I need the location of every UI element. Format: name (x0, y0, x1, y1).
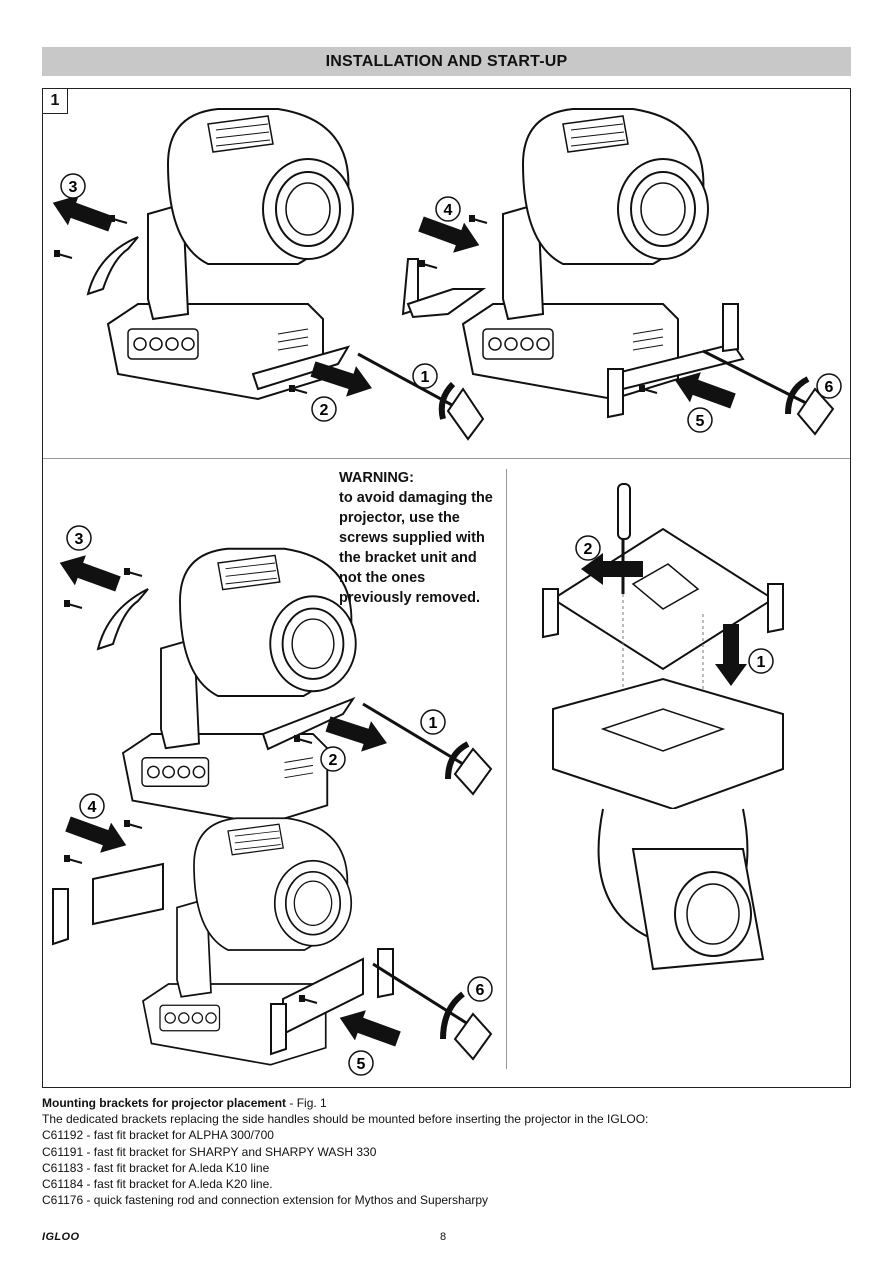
callout-p1-1: 1 (412, 363, 438, 389)
callout-p3-3: 3 (66, 525, 92, 551)
callout-p1-3: 3 (60, 173, 86, 199)
svg-text:3: 3 (69, 179, 78, 196)
svg-text:4: 4 (444, 202, 453, 219)
svg-text:3: 3 (75, 531, 84, 548)
svg-text:6: 6 (825, 379, 834, 396)
figure-divider-vertical (506, 469, 507, 1069)
callout-p2-4: 4 (435, 196, 461, 222)
warning-line: to avoid damaging the (339, 490, 493, 506)
panel-sharpy-mount (52, 808, 493, 1066)
warning-line: not the ones (339, 570, 426, 586)
warning-line: projector, use the (339, 510, 460, 526)
caption-line: C61183 - fast fit bracket for A.leda K10… (42, 1160, 270, 1175)
svg-text:2: 2 (320, 402, 329, 419)
caption-figure-ref: - Fig. 1 (286, 1096, 327, 1110)
warning-line: screws supplied with (339, 530, 485, 546)
svg-text:5: 5 (696, 413, 705, 430)
footer-brand: IGLOO (42, 1231, 80, 1243)
callout-p5-1: 1 (748, 648, 774, 674)
figure-number: 1 (43, 89, 68, 114)
callout-p1-2: 2 (311, 396, 337, 422)
svg-text:4: 4 (88, 799, 97, 816)
panel-mount-brackets (401, 108, 835, 436)
installation-illustration: 3 1 2 4 6 5 3 1 2 4 6 5 2 1 (47, 108, 842, 1076)
caption-line: C61184 - fast fit bracket for A.leda K20… (42, 1177, 273, 1192)
caption-title: Mounting brackets for projector placemen… (42, 1096, 287, 1110)
caption-title-line: Mounting brackets for projector placemen… (42, 1095, 852, 1111)
callout-p2-5: 5 (687, 407, 713, 433)
callout-p4-5: 5 (348, 1050, 374, 1076)
callout-p4-4: 4 (79, 793, 105, 819)
warning-line: previously removed. (339, 590, 481, 606)
callout-p3-2: 2 (320, 746, 346, 772)
caption-line: C61192 - fast fit bracket for ALPHA 300/… (42, 1128, 274, 1143)
figure-1: 1 (42, 88, 851, 1088)
figure-caption: Mounting brackets for projector placemen… (42, 1095, 852, 1208)
callout-p4-6: 6 (467, 976, 493, 1002)
svg-text:1: 1 (421, 369, 430, 386)
callout-p5-2: 2 (575, 535, 601, 561)
figure-divider-horizontal (43, 458, 850, 459)
svg-text:1: 1 (757, 654, 766, 671)
warning-line: the bracket unit and (339, 550, 477, 566)
callout-p2-6: 6 (816, 373, 842, 399)
section-title: INSTALLATION AND START-UP (325, 52, 568, 70)
caption-line: C61176 - quick fastening rod and connect… (42, 1193, 489, 1208)
section-header: INSTALLATION AND START-UP (42, 47, 851, 76)
svg-text:5: 5 (357, 1056, 366, 1073)
svg-text:1: 1 (429, 715, 438, 732)
panel-remove-handles (47, 108, 485, 441)
caption-line: The dedicated brackets replacing the sid… (42, 1112, 649, 1127)
page-number: 8 (440, 1231, 447, 1243)
svg-text:2: 2 (584, 541, 593, 558)
warning-note: WARNING: to avoid damaging the projector… (339, 468, 509, 608)
svg-text:2: 2 (329, 752, 338, 769)
caption-line: C61191 - fast fit bracket for SHARPY and… (42, 1144, 377, 1159)
callout-p3-1: 1 (420, 709, 446, 735)
panel-sharpy-remove (54, 547, 493, 826)
svg-text:6: 6 (476, 982, 485, 999)
callouts: 3 1 2 4 6 5 3 1 2 4 6 5 2 1 (60, 173, 842, 1076)
warning-title: WARNING: (339, 470, 414, 486)
panel-hanging-mount (542, 483, 784, 971)
